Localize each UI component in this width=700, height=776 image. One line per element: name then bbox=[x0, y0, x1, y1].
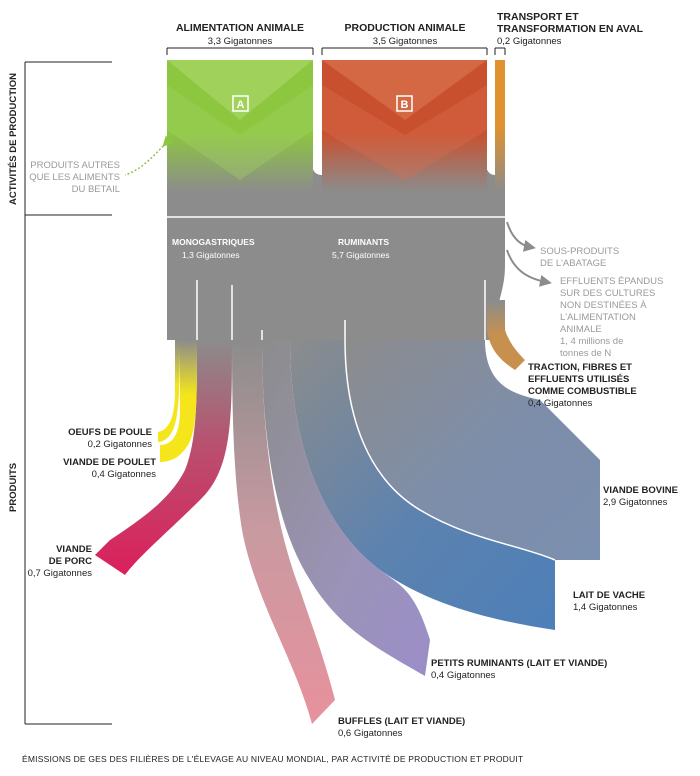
traction-line: TRACTION, FIBRES ET bbox=[528, 362, 632, 373]
traction-line: COMME COMBUSTIBLE bbox=[528, 386, 637, 397]
effluents-line: ANIMALE bbox=[560, 324, 602, 335]
gap-feed-production bbox=[313, 60, 322, 175]
other-feed-line2: QUE LES ALIMENTS bbox=[29, 172, 120, 183]
effluents-line: 1, 4 millions de bbox=[560, 336, 623, 347]
flow-chicken bbox=[160, 340, 197, 462]
label-small-ruminants: PETITS RUMINANTS (LAIT ET VIANDE) 0,4 Gi… bbox=[431, 658, 607, 681]
header-transport-value: 0,2 Gigatonnes bbox=[497, 36, 562, 47]
effluents-line: EFFLUENTS ÉPANDUS bbox=[560, 276, 663, 287]
small-ruminants-label: PETITS RUMINANTS (LAIT ET VIANDE) bbox=[431, 658, 607, 669]
header-feed-value: 3,3 Gigatonnes bbox=[208, 36, 273, 47]
header-bracket-feed bbox=[166, 47, 314, 55]
branch-ruminant-value: 5,7 Gigatonnes bbox=[332, 250, 390, 260]
figure-caption: ÉMISSIONS DE GES DES FILIÈRES DE L'ÉLEVA… bbox=[22, 754, 523, 764]
label-traction: TRACTION, FIBRES ET EFFLUENTS UTILISÉS C… bbox=[528, 362, 637, 409]
beef-label: VIANDE BOVINE bbox=[603, 485, 678, 496]
chicken-label: VIANDE DE POULET bbox=[63, 457, 156, 468]
flow-milk bbox=[290, 340, 555, 630]
effluents-line: L'ALIMENTATION bbox=[560, 312, 636, 323]
feed-block bbox=[167, 60, 313, 192]
effluents-text: EFFLUENTS ÉPANDUS SUR DES CULTURES NON D… bbox=[560, 276, 663, 359]
traction-line: EFFLUENTS UTILISÉS bbox=[528, 374, 629, 385]
flow-eggs bbox=[158, 340, 180, 442]
milk-value: 1,4 Gigatonnes bbox=[573, 602, 638, 613]
flow-traction bbox=[487, 300, 525, 370]
label-eggs: OEUFS DE POULE 0,2 Gigatonnes bbox=[68, 427, 152, 450]
gray-trunk bbox=[167, 170, 505, 340]
pork-line: DE PORC bbox=[49, 556, 92, 567]
effluents-line: SUR DES CULTURES bbox=[560, 288, 655, 299]
effluents-arrow bbox=[506, 249, 552, 287]
transport-block bbox=[495, 60, 505, 192]
flow-buffalo bbox=[232, 340, 335, 724]
other-feed-line3: DU BETAIL bbox=[72, 184, 120, 195]
gap-production-transport bbox=[487, 60, 495, 175]
header-transport-line2: TRANSFORMATION EN AVAL bbox=[497, 23, 644, 35]
flow-pork bbox=[95, 340, 232, 575]
chicken-value: 0,4 Gigatonnes bbox=[92, 469, 157, 480]
header-bracket-production bbox=[321, 47, 488, 55]
beef-value: 2,9 Gigatonnes bbox=[603, 497, 668, 508]
buffalo-value: 0,6 Gigatonnes bbox=[338, 728, 403, 739]
milk-label: LAIT DE VACHE bbox=[573, 590, 645, 601]
eggs-label: OEUFS DE POULE bbox=[68, 427, 152, 438]
badge-b-text: B bbox=[401, 99, 409, 111]
side-label-products: PRODUITS bbox=[8, 463, 19, 512]
header-production-label: PRODUCTION ANIMALE bbox=[345, 22, 466, 34]
flow-small-ruminants bbox=[262, 340, 430, 676]
side-bracket-production bbox=[24, 61, 112, 216]
production-block bbox=[322, 60, 487, 192]
slaughter-line1: SOUS-PRODUITS bbox=[540, 246, 619, 257]
label-pork: VIANDE DE PORC 0,7 Gigatonnes bbox=[28, 544, 93, 579]
side-bracket-products bbox=[24, 215, 112, 725]
badge-b: B bbox=[396, 95, 413, 112]
label-buffalo: BUFFLES (LAIT ET VIANDE) 0,6 Gigatonnes bbox=[338, 716, 465, 739]
buffalo-label: BUFFLES (LAIT ET VIANDE) bbox=[338, 716, 465, 727]
side-label-production-activities: ACTIVITÉS DE PRODUCTION bbox=[8, 73, 19, 205]
header-bracket-transport bbox=[494, 47, 506, 55]
slaughter-line2: DE L'ABATAGE bbox=[540, 258, 606, 269]
badge-a-text: A bbox=[237, 99, 245, 111]
label-milk: LAIT DE VACHE 1,4 Gigatonnes bbox=[573, 590, 645, 613]
branch-monogastric-label: MONOGASTRIQUES bbox=[172, 237, 255, 247]
label-beef: VIANDE BOVINE 2,9 Gigatonnes bbox=[603, 485, 678, 508]
header-feed-label: ALIMENTATION ANIMALE bbox=[176, 22, 304, 34]
eggs-value: 0,2 Gigatonnes bbox=[88, 439, 153, 450]
other-feed-arrow bbox=[124, 135, 174, 176]
effluents-line: tonnes de N bbox=[560, 348, 611, 359]
flow-beef bbox=[345, 340, 600, 560]
slaughter-byproducts-arrow bbox=[506, 221, 536, 252]
pork-value: 0,7 Gigatonnes bbox=[28, 568, 93, 579]
header-production-value: 3,5 Gigatonnes bbox=[373, 36, 438, 47]
header-transport-line1: TRANSPORT ET bbox=[497, 11, 579, 23]
label-chicken: VIANDE DE POULET 0,4 Gigatonnes bbox=[63, 457, 156, 480]
branch-ruminant-label: RUMINANTS bbox=[338, 237, 389, 247]
branch-monogastric-value: 1,3 Gigatonnes bbox=[182, 250, 240, 260]
traction-value: 0,4 Gigatonnes bbox=[528, 398, 593, 409]
small-ruminants-value: 0,4 Gigatonnes bbox=[431, 670, 496, 681]
pork-line: VIANDE bbox=[56, 544, 92, 555]
separator-beef-milk bbox=[344, 339, 556, 561]
badge-a: A bbox=[232, 95, 249, 112]
other-feed-line1: PRODUITS AUTRES bbox=[30, 160, 120, 171]
effluents-line: NON DESTINÉES À bbox=[560, 300, 647, 311]
